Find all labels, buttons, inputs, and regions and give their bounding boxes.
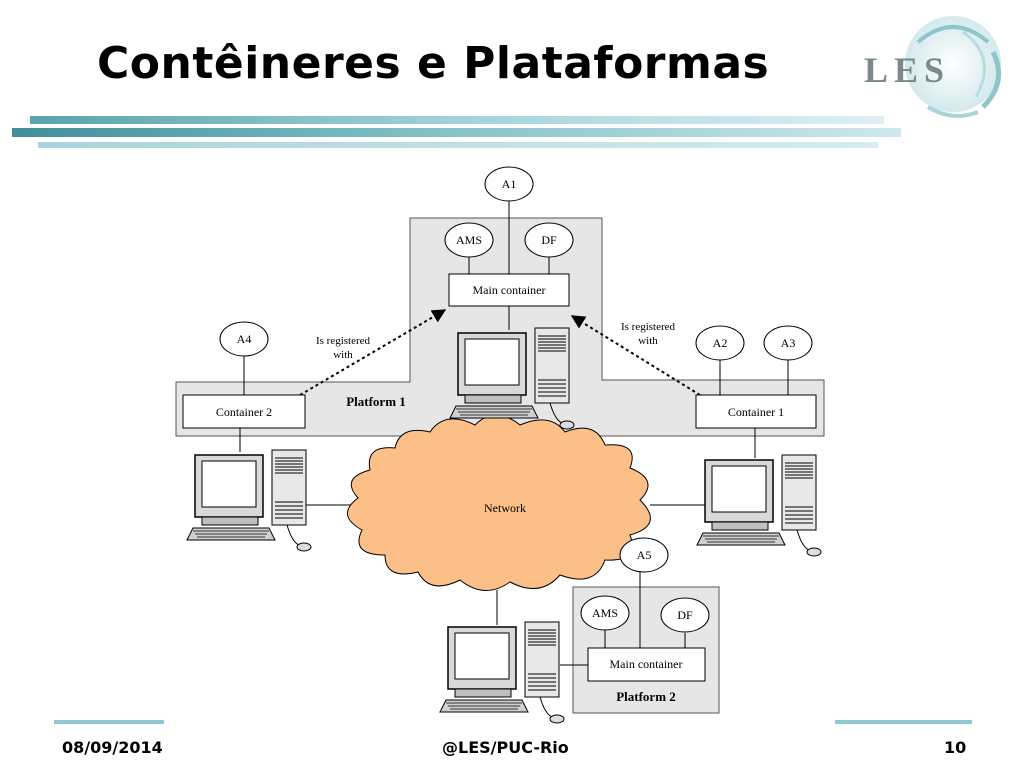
register-right-line1: Is registered xyxy=(621,321,676,333)
agent-a4 xyxy=(219,321,269,357)
container-2 xyxy=(182,394,306,429)
network-label: Network xyxy=(484,501,526,515)
agent-ams-p2-label: AMS xyxy=(592,606,618,620)
footer-line-left xyxy=(54,720,164,724)
les-logo: LES xyxy=(864,16,1002,118)
container-1-label: Container 1 xyxy=(728,405,784,419)
footer-org: @LES/PUC-Rio xyxy=(442,738,569,757)
agent-a4-label: A4 xyxy=(237,332,252,346)
register-arrow-left xyxy=(299,309,447,396)
agent-ams-p1-label: AMS xyxy=(456,233,482,247)
footer-date: 08/09/2014 xyxy=(62,738,163,757)
agent-a5-label: A5 xyxy=(637,548,652,562)
agent-df-p2-label: DF xyxy=(677,608,693,622)
main-container-p2-label: Main container xyxy=(610,657,683,671)
register-arrow-right xyxy=(570,315,701,396)
register-right-line2: with xyxy=(638,335,658,347)
computer-left-icon xyxy=(186,449,312,552)
container-2-label: Container 2 xyxy=(216,405,272,419)
title-bar-main xyxy=(12,128,901,137)
agent-df-p1 xyxy=(524,222,574,258)
logo-text: LES xyxy=(864,50,950,90)
agent-a5 xyxy=(619,537,669,573)
agent-a3-label: A3 xyxy=(781,336,796,350)
agent-a2 xyxy=(695,325,745,361)
agent-a1 xyxy=(484,166,534,202)
agent-a3 xyxy=(763,325,813,361)
register-left-line2: with xyxy=(333,349,353,361)
title-bar-bottom xyxy=(38,142,878,148)
agent-ams-p2 xyxy=(580,595,630,631)
agent-a1-label: A1 xyxy=(502,177,517,191)
agent-ams-p1 xyxy=(444,222,494,258)
container-1 xyxy=(695,394,817,429)
computer-right-icon xyxy=(696,454,822,557)
platform1-label: Platform 1 xyxy=(346,394,406,409)
platform2-label: Platform 2 xyxy=(616,689,676,704)
slide-title: Contêineres e Plataformas xyxy=(97,38,770,89)
title-bar-top xyxy=(30,116,884,124)
main-container-p1 xyxy=(448,273,570,307)
agent-df-p1-label: DF xyxy=(541,233,557,247)
register-left-line1: Is registered xyxy=(316,335,371,347)
agent-df-p2 xyxy=(660,597,710,633)
main-container-p1-label: Main container xyxy=(473,283,546,297)
footer-page-number: 10 xyxy=(944,738,967,757)
network-cloud xyxy=(347,414,651,591)
footer-line-right xyxy=(835,720,972,724)
computer-bottom-icon xyxy=(439,621,565,724)
platform1-region xyxy=(175,217,825,437)
agent-a2-label: A2 xyxy=(713,336,728,350)
main-container-p2 xyxy=(587,647,706,682)
computer-main-icon xyxy=(449,327,575,430)
